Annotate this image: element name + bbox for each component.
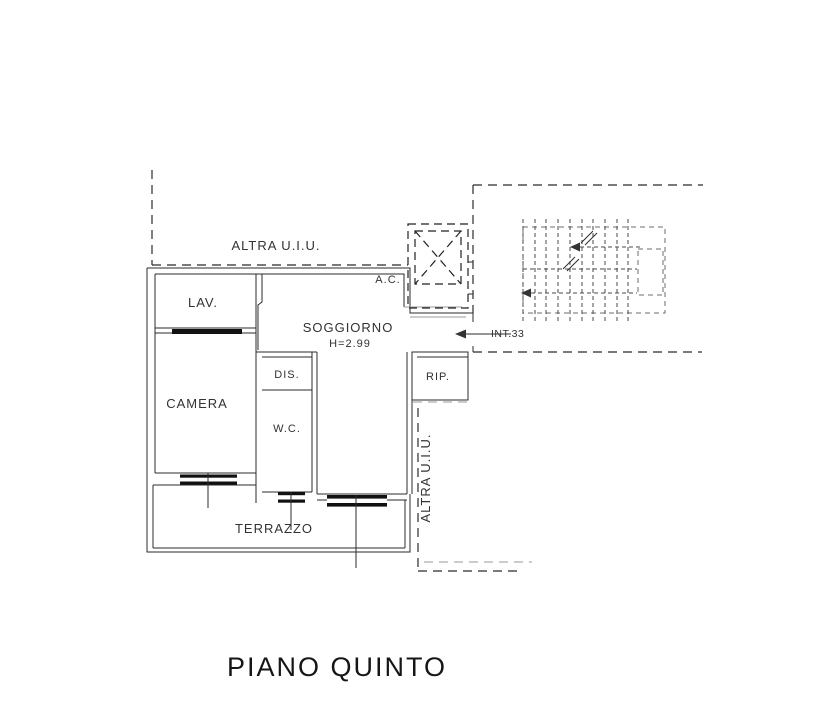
soggiorno-window-icon <box>327 495 387 568</box>
stair-treads-icon <box>522 219 629 321</box>
left-arrow-icon <box>455 329 466 339</box>
label-rip: RIP. <box>426 371 450 383</box>
neighbor-boundary-right <box>413 401 532 572</box>
elevator-x-icon <box>414 230 462 285</box>
label-int33: INT.33 <box>491 328 524 340</box>
staircase <box>521 219 666 321</box>
elevator-shaft <box>407 223 469 309</box>
terrace-outline <box>152 484 406 549</box>
sliding-door-fill <box>172 329 242 334</box>
label-soggiorno-height: H=2.99 <box>329 338 371 350</box>
camera-window-icon <box>180 473 237 508</box>
wc-window-icon <box>278 492 305 530</box>
stair-landing-outline <box>637 248 664 296</box>
page-title: PIANO QUINTO <box>227 652 447 682</box>
arrow-left-icon <box>521 288 531 298</box>
label-terrazzo: TERRAZZO <box>235 521 313 536</box>
label-camera: CAMERA <box>166 396 228 411</box>
rip-room-outline <box>411 351 469 401</box>
apartment-outer-walls <box>146 261 474 553</box>
label-altra-uiu-right: ALTRA U.I.U. <box>418 433 433 522</box>
label-dis: DIS. <box>274 369 299 381</box>
label-wc: W.C. <box>273 423 301 435</box>
label-lav: LAV. <box>188 295 218 310</box>
stairwell-boundary <box>472 184 703 353</box>
windows <box>180 473 387 568</box>
stair-break-marks <box>562 230 598 272</box>
label-soggiorno: SOGGIORNO <box>303 320 394 335</box>
label-ac: A.C. <box>375 274 400 286</box>
stair-walk-line-upper <box>570 242 640 252</box>
entrance-arrow <box>455 329 511 339</box>
arrow-left-icon <box>570 242 580 252</box>
stair-walk-line-lower <box>521 288 637 298</box>
neighbor-boundary-top <box>151 170 408 266</box>
label-altra-uiu-top: ALTRA U.I.U. <box>231 238 320 253</box>
